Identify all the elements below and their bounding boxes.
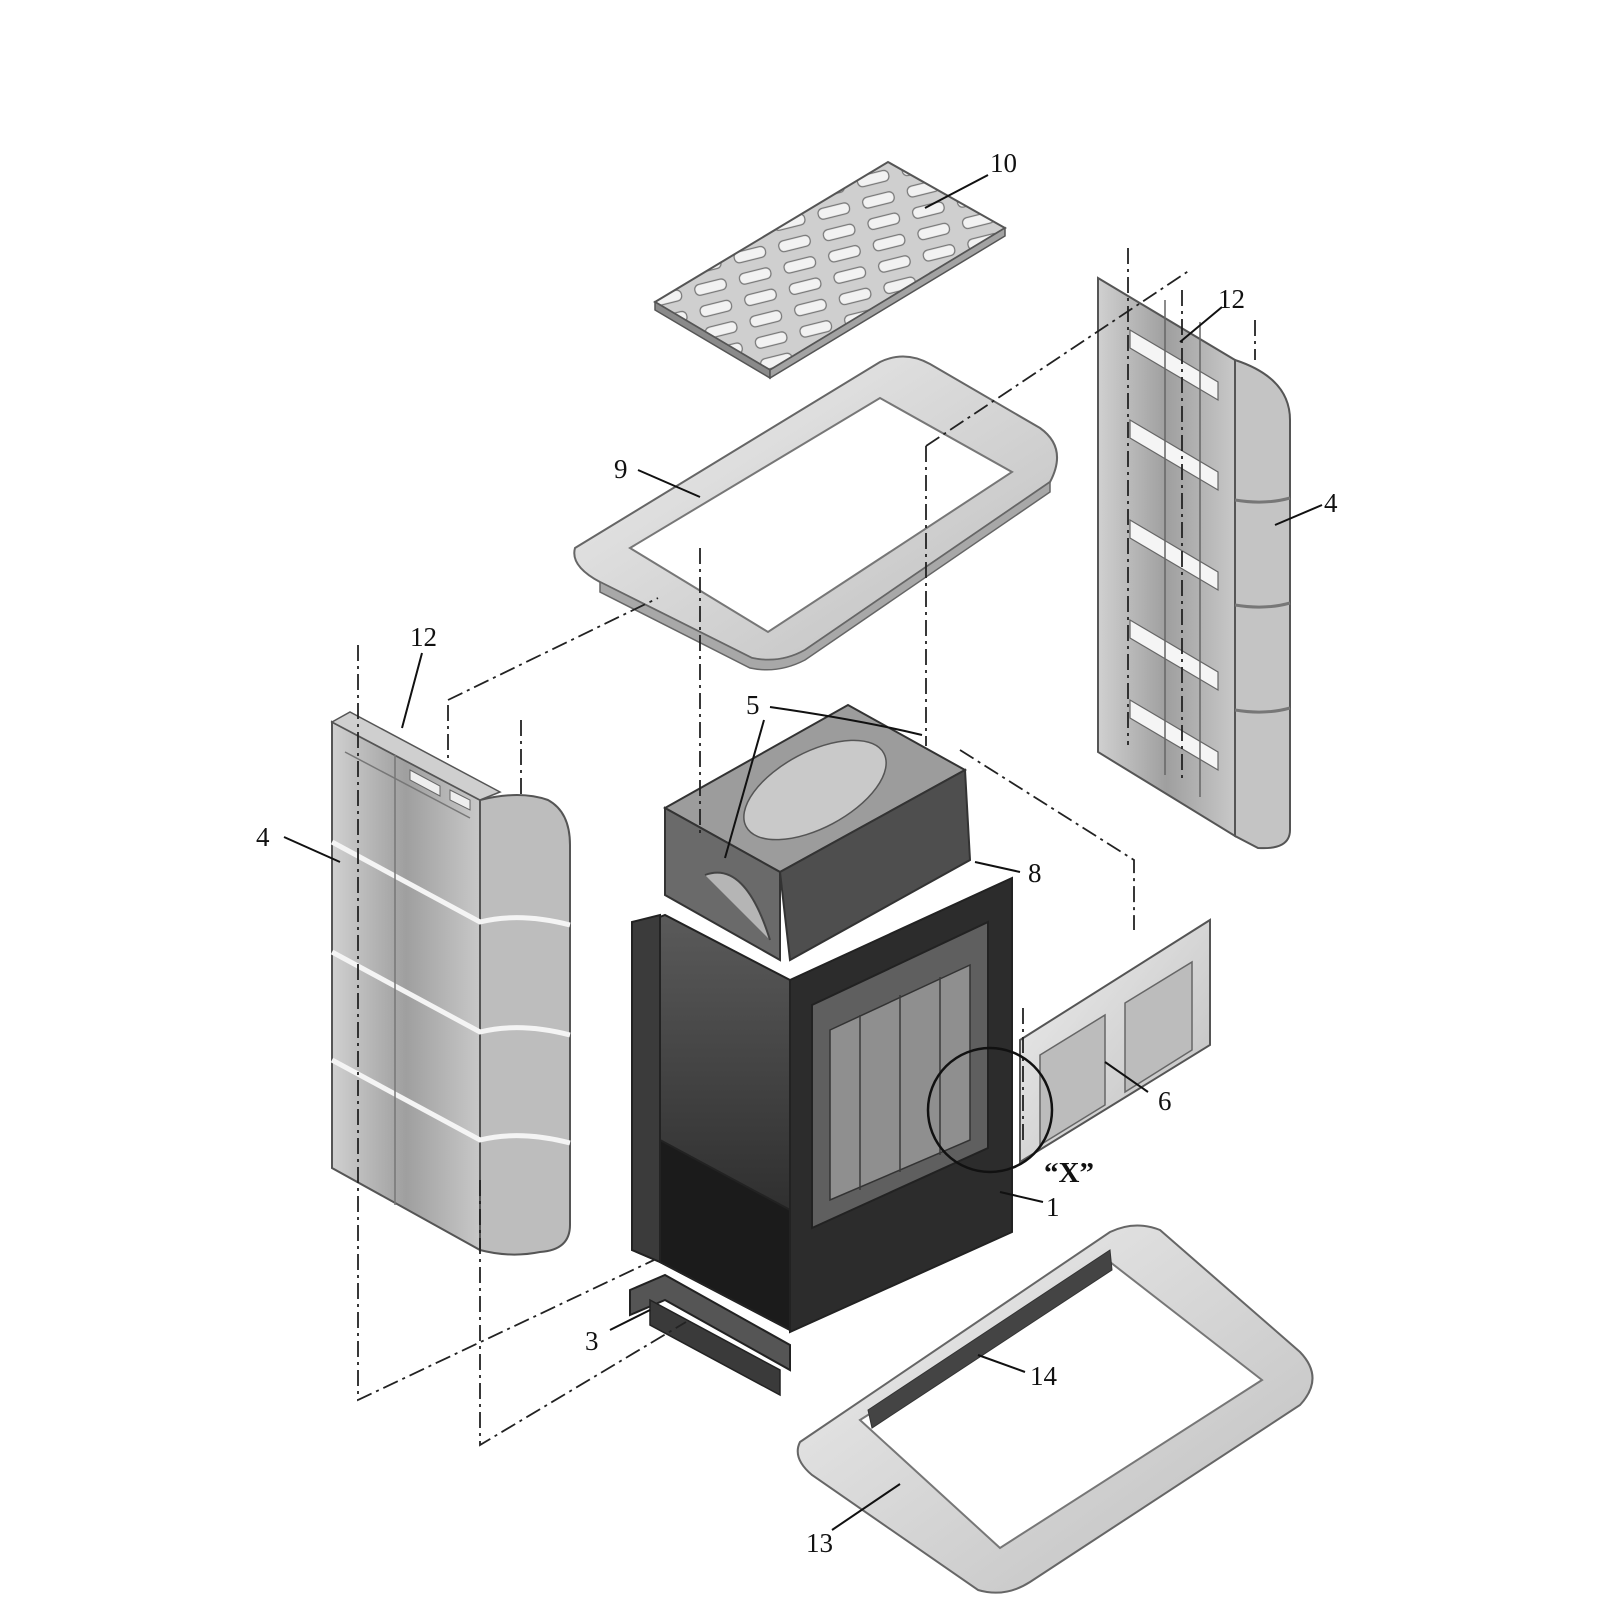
- label-top-frame: 9: [614, 454, 628, 484]
- label-right-panel-top: 12: [1218, 284, 1245, 314]
- label-hood: 8: [1028, 858, 1042, 888]
- part-labels: 10 9 12 4 12 4 5 8 6 “X” 1 3 14 13: [256, 148, 1338, 1558]
- top-frame-part: [573, 355, 1058, 671]
- label-left-panel: 4: [256, 822, 270, 852]
- right-side-panel-part: [1097, 276, 1291, 850]
- label-base-frame-inner: 14: [1030, 1361, 1058, 1391]
- label-detail-x: “X”: [1044, 1157, 1094, 1189]
- bottom-frame-part: [796, 1224, 1314, 1594]
- assembly-lines: [357, 248, 1256, 1447]
- label-firebox: 1: [1046, 1192, 1060, 1222]
- left-side-panel-part: [330, 711, 571, 1256]
- label-left-panel-top: 12: [410, 622, 437, 652]
- firebox-part: [631, 876, 1013, 1334]
- label-right-panel: 4: [1324, 488, 1338, 518]
- label-bracket: 5: [746, 690, 760, 720]
- label-top-grate: 10: [990, 148, 1017, 178]
- top-grate-part: [653, 160, 1007, 380]
- label-base: 3: [585, 1326, 599, 1356]
- detail-x-circle: [926, 1046, 1054, 1174]
- hood-part: [662, 703, 972, 962]
- label-side-door: 6: [1158, 1086, 1172, 1116]
- side-door-part: [1019, 918, 1211, 1164]
- label-base-frame-outer: 13: [806, 1528, 833, 1558]
- leader-lines: [283, 174, 1323, 1531]
